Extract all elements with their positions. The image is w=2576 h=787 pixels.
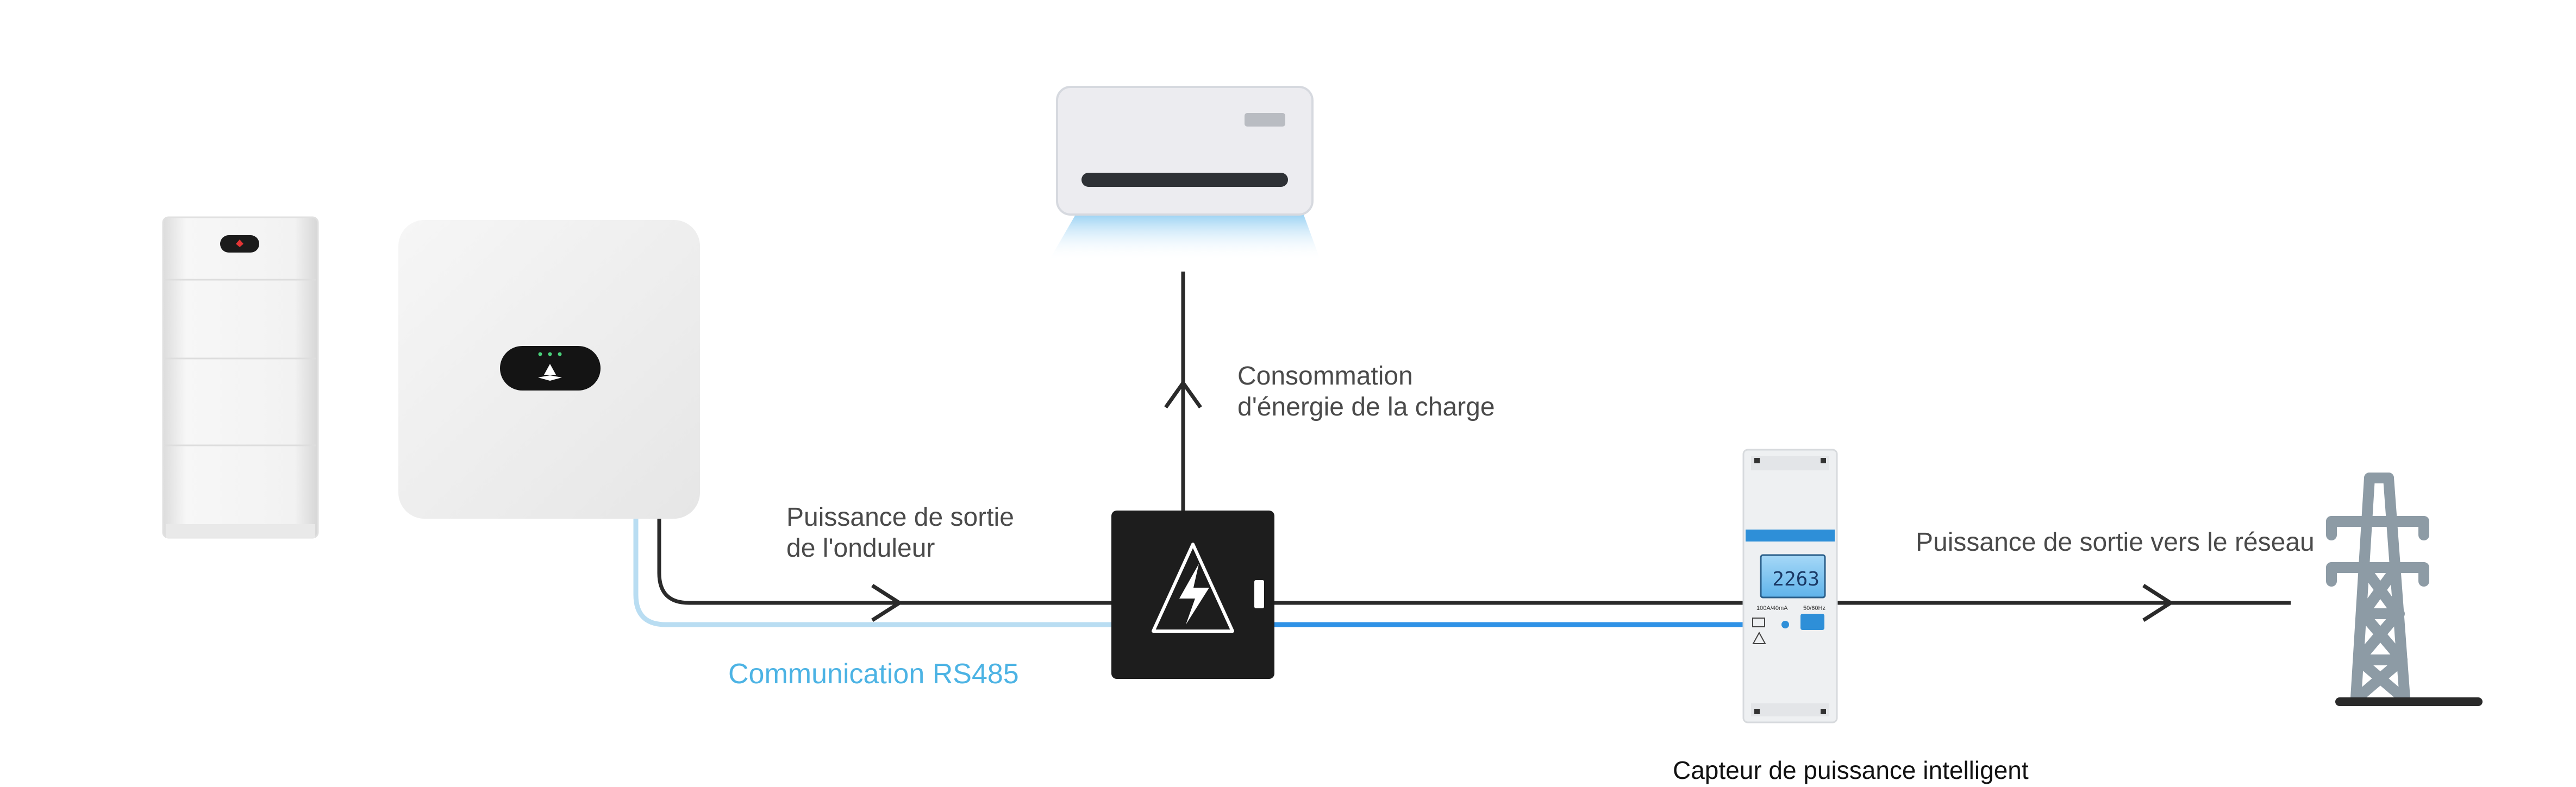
- inverter-power-wire: [657, 519, 1111, 605]
- rs485-label: Communication RS485: [728, 658, 1019, 690]
- meter-rating-text: 100A/40mA: [1756, 605, 1788, 612]
- rs485-wire: [633, 516, 1743, 627]
- inverter-output-label: Puissance de sortie de l'onduleur: [786, 502, 1014, 564]
- inverter-output-label-line-1: Puissance de sortie: [786, 503, 1014, 532]
- inverter-icon: [398, 220, 700, 519]
- rs485-wire-segment-light: [633, 516, 1114, 627]
- lightning-bolt-icon: [1152, 543, 1234, 633]
- meter-frequency-text: 50/60Hz: [1803, 605, 1825, 612]
- load-consumption-label-line-2: d'énergie de la charge: [1237, 393, 1495, 421]
- power-wires: [657, 272, 2291, 622]
- load-consumption-arrow-icon: [1164, 381, 1202, 409]
- meter-display-text: 2263: [1772, 568, 1820, 590]
- smart-power-sensor-icon: 2263 100A/40mA 50/60Hz: [1742, 449, 1838, 723]
- air-conditioner-icon: [1049, 86, 1321, 261]
- battery-stack-icon: [162, 216, 319, 539]
- distribution-box: [1111, 511, 1274, 679]
- inverter-output-arrow-icon: [871, 584, 902, 622]
- grid-output-arrow-icon: [2142, 584, 2173, 622]
- inverter-output-label-line-2: de l'onduleur: [786, 534, 935, 563]
- sensor-label: Capteur de puissance intelligent: [1673, 756, 2029, 784]
- load-consumption-label: Consommation d'énergie de la charge: [1237, 361, 1495, 423]
- load-consumption-label-line-1: Consommation: [1237, 362, 1413, 391]
- grid-output-label: Puissance de sortie vers le réseau: [1916, 528, 2315, 557]
- transmission-tower-icon: [2326, 473, 2483, 706]
